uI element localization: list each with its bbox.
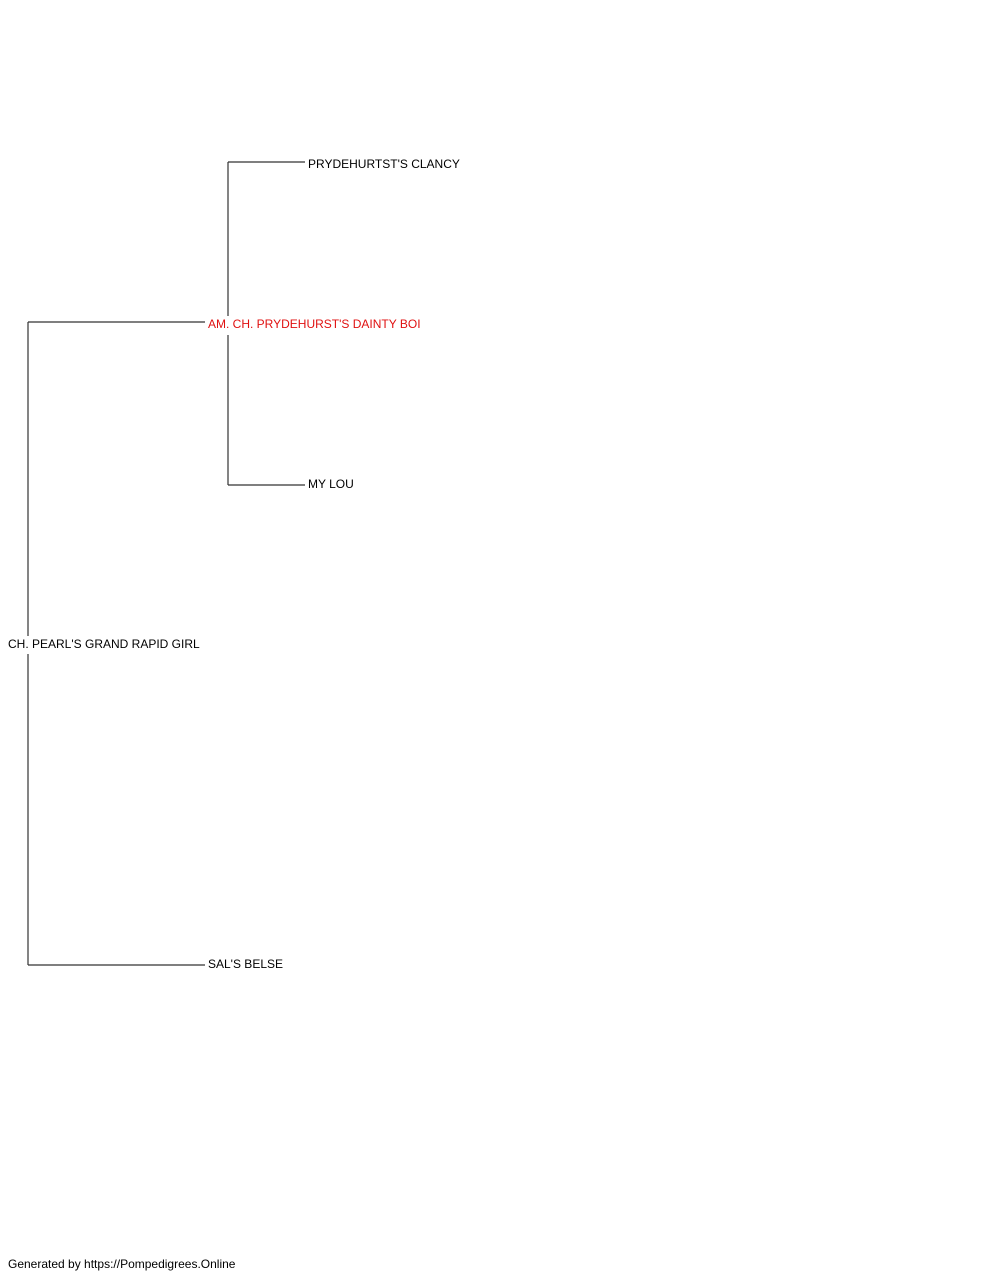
subject-name[interactable]: CH. PEARL'S GRAND RAPID GIRL [8, 637, 200, 651]
sire-dam-name[interactable]: MY LOU [308, 477, 354, 491]
footer-credit: Generated by https://Pompedigrees.Online [8, 1257, 236, 1271]
sire-sire-name[interactable]: PRYDEHURTST'S CLANCY [308, 157, 460, 171]
sire-name[interactable]: AM. CH. PRYDEHURST'S DAINTY BOI [208, 317, 421, 331]
dam-name[interactable]: SAL'S BELSE [208, 957, 283, 971]
